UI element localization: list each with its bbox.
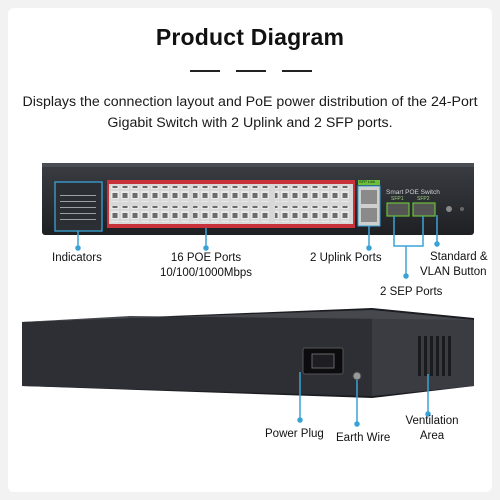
vlan-label-line2: VLAN Button	[420, 266, 487, 278]
power-plug-label: Power Plug	[265, 428, 324, 440]
poe-ports-speed: 10/100/1000Mbps	[159, 267, 253, 279]
sfp2-tag: SFP2	[417, 196, 430, 202]
uplink-ports-label: 2 Uplink Ports	[310, 252, 382, 264]
title-divider	[282, 70, 312, 72]
title-divider	[236, 70, 266, 72]
sfp-slot	[386, 202, 410, 217]
rear-chassis-side	[372, 310, 474, 396]
earth-wire-label: Earth Wire	[336, 432, 391, 444]
rear-chassis-top	[22, 310, 474, 322]
reset-pin	[460, 207, 464, 211]
content-card	[8, 8, 492, 492]
uplink-port	[361, 190, 377, 204]
front-chassis-top-edge	[42, 163, 474, 167]
uplink-port	[361, 208, 377, 222]
sfp-ports-label: 2 SEP Ports	[380, 286, 443, 298]
poe-ports-label: 16 POE Ports	[170, 252, 242, 264]
poe-ports-top	[111, 186, 351, 202]
uplink-tag-bg	[358, 180, 380, 185]
ventilation-label-line1: Ventilation	[405, 415, 459, 427]
sfp-slot	[412, 202, 436, 217]
sfp1-tag: SFP1	[391, 196, 404, 202]
vlan-button	[446, 206, 452, 212]
title-divider	[190, 70, 220, 72]
vlan-label-line1: Standard &	[430, 251, 488, 263]
rear-chassis-face	[22, 310, 372, 396]
front-callouts	[75, 215, 440, 279]
poe-ports-bottom	[111, 206, 351, 222]
page-description: Displays the connection layout and PoE p…	[22, 94, 478, 131]
ventilation-label-line2: Area	[419, 430, 445, 442]
power-socket-inner	[311, 353, 335, 369]
uplink-tag: SFP Link	[359, 179, 376, 184]
rear-vents	[418, 336, 451, 376]
page-title: Product Diagram	[155, 24, 345, 50]
earth-screw	[352, 371, 362, 381]
rear-callouts	[297, 372, 431, 427]
indicator-leds	[60, 195, 96, 220]
indicator-panel	[54, 181, 103, 232]
device-label: Smart POE Switch	[386, 189, 440, 196]
indicators-label: Indicators	[52, 252, 102, 264]
